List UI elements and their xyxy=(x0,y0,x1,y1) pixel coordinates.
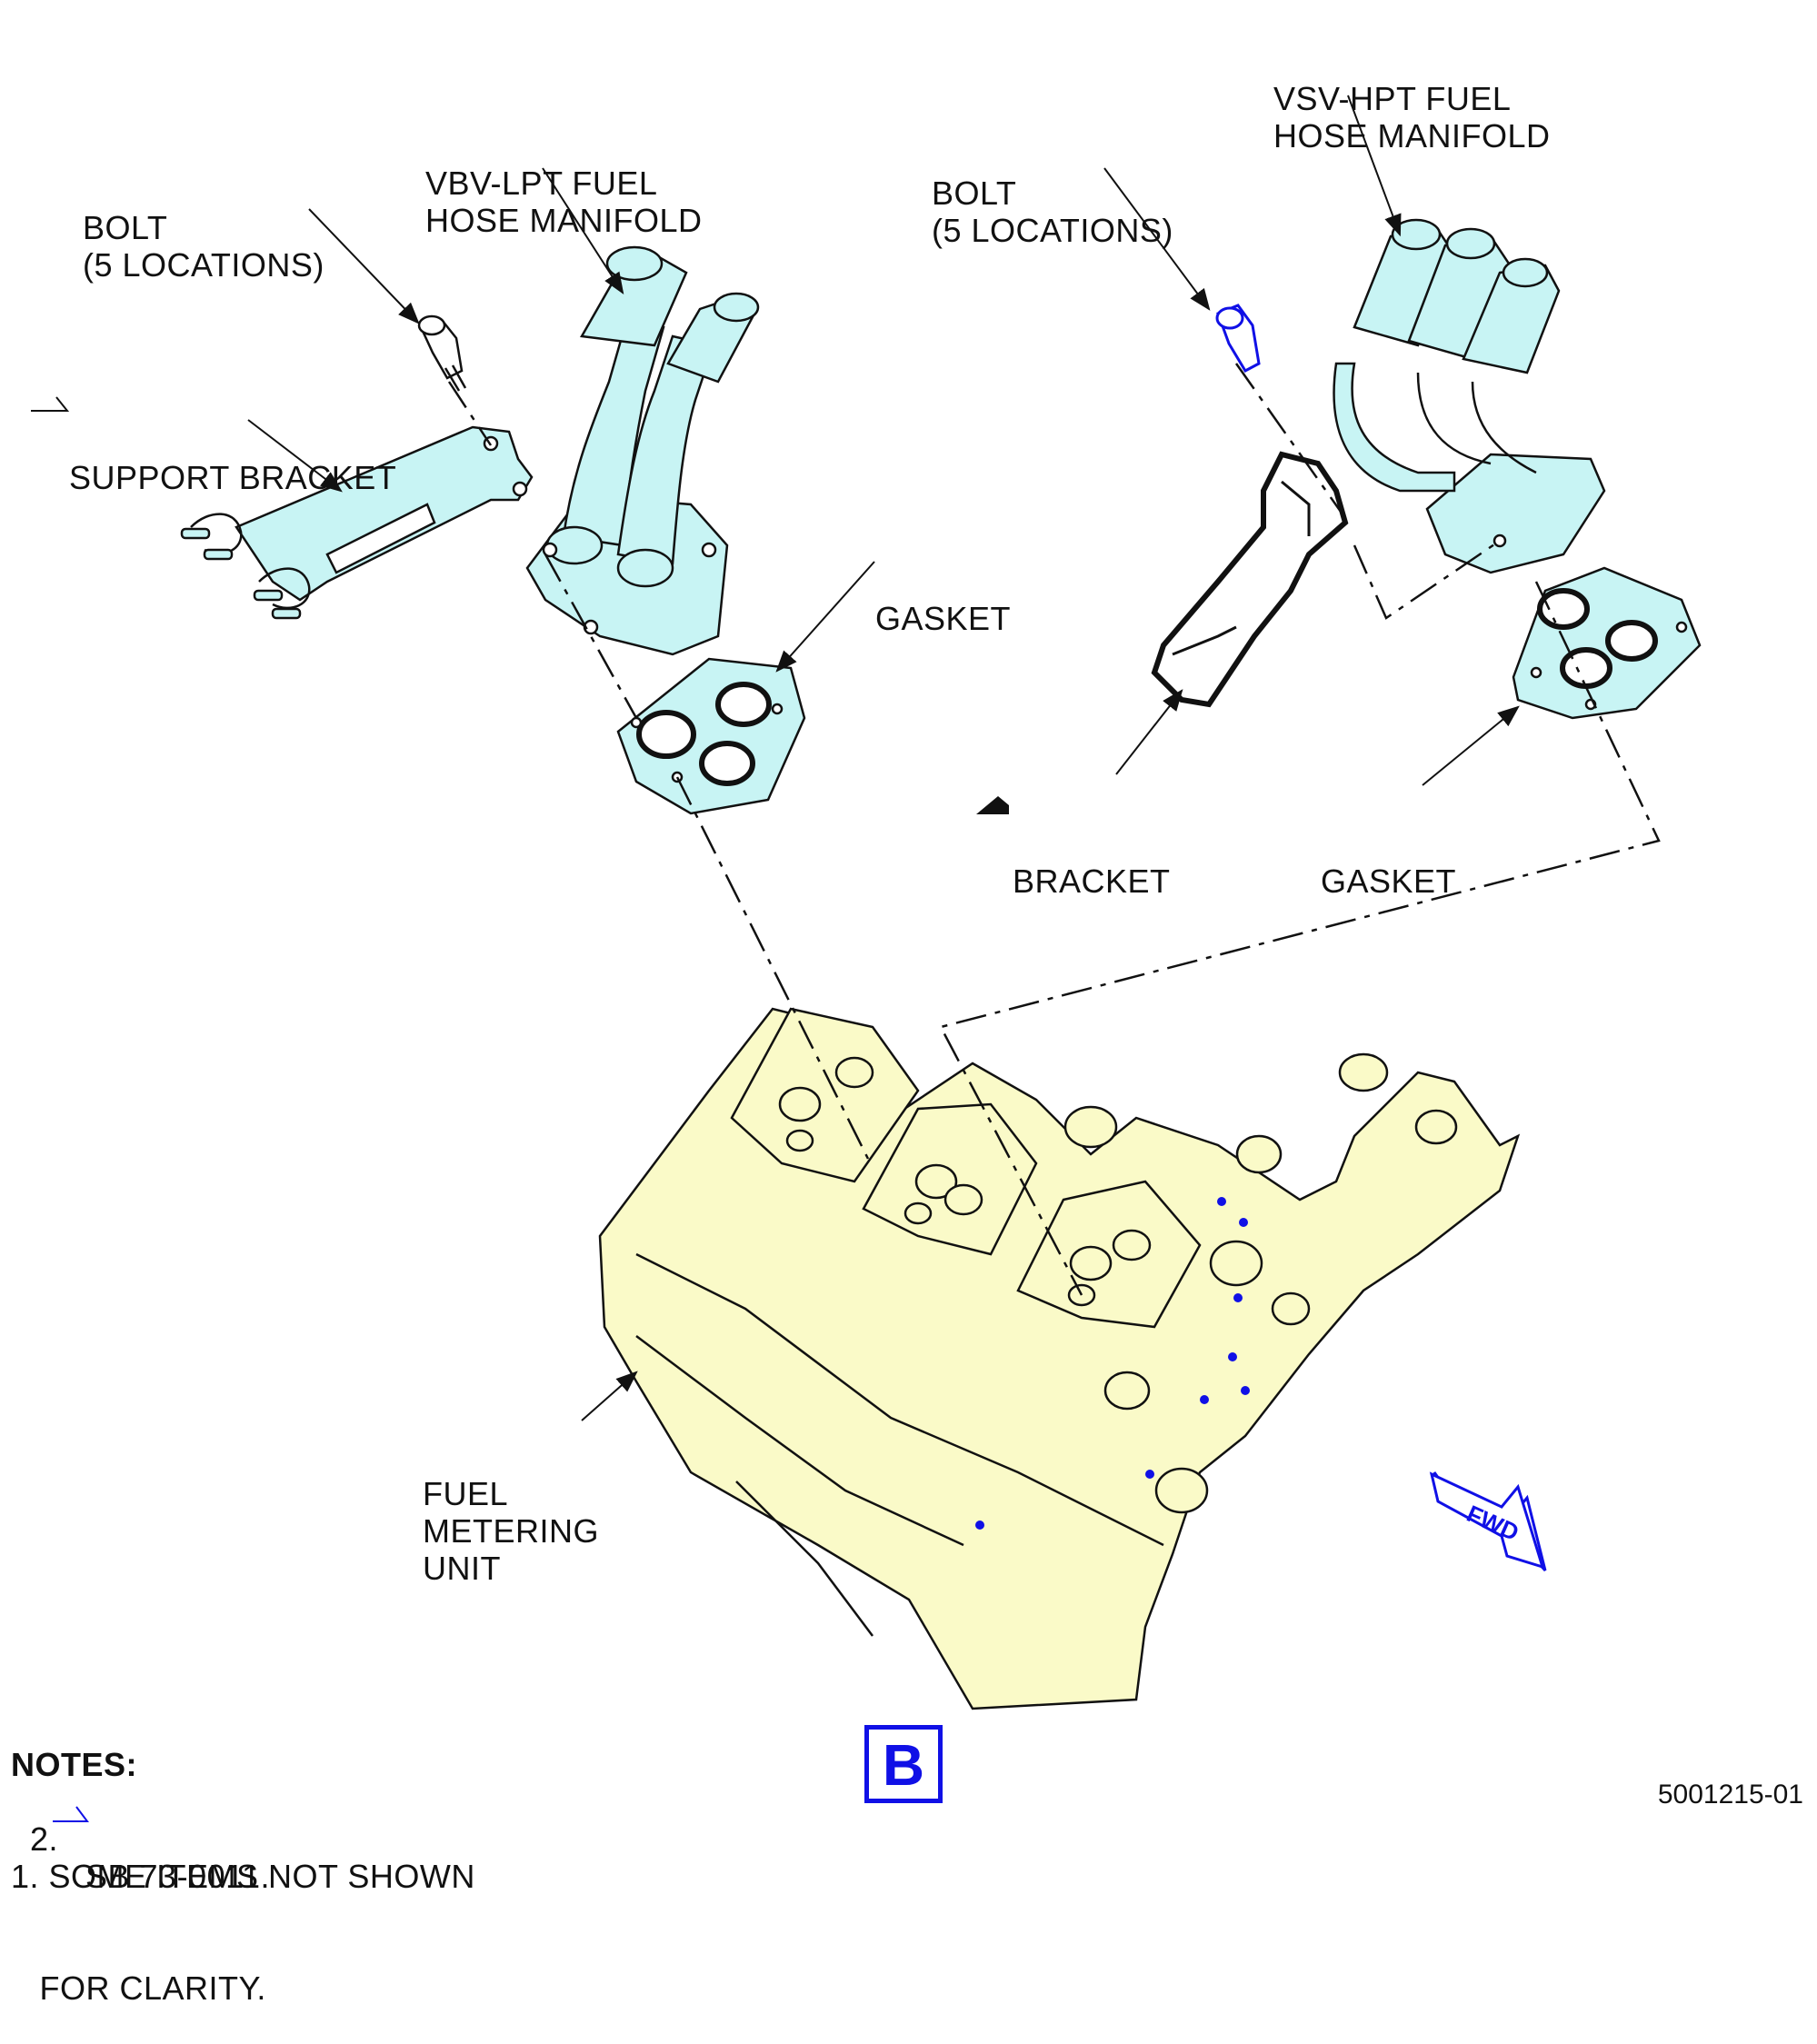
exploded-view-diagram: FWD xyxy=(31,95,1702,1822)
label-gasket-right: GASKET xyxy=(1321,862,1457,900)
fuel-metering-unit xyxy=(598,1007,1521,1710)
label-bracket: BRACKET xyxy=(1013,862,1171,900)
note-2: 2. xyxy=(30,1820,59,1858)
note-2-text: SB 73-0011. xyxy=(85,1858,270,1895)
label-gasket-left: GASKET xyxy=(875,600,1012,637)
bracket-right xyxy=(1151,451,1349,708)
fmu-blue-dots xyxy=(975,1197,1250,1530)
notes-sb-triangle xyxy=(53,1806,89,1822)
assembly-centerlines xyxy=(447,363,1661,1296)
drawing-number: 5001215-01 xyxy=(1657,1780,1803,1810)
vbv-lpt-manifold xyxy=(525,245,760,656)
note-1-cont: FOR CLARITY. xyxy=(11,1969,266,2007)
bolt-right xyxy=(1215,304,1261,373)
label-support-bracket: SUPPORT BRACKET xyxy=(69,459,397,496)
gasket-left xyxy=(616,657,806,815)
gasket-right xyxy=(1512,566,1702,720)
revision-triangle-support xyxy=(31,396,70,412)
label-bolt-right: BOLT(5 LOCATIONS) xyxy=(932,174,1173,249)
fwd-direction-arrow: FWD xyxy=(1429,1471,1547,1572)
support-bracket xyxy=(180,425,534,620)
label-bolt-left: BOLT(5 LOCATIONS) xyxy=(83,209,324,284)
vsv-hpt-manifold xyxy=(1333,218,1606,574)
bolt-left xyxy=(417,314,467,392)
leader-lines xyxy=(247,95,1520,1421)
revision-mark-bracket xyxy=(976,796,1009,814)
view-letter-badge: B xyxy=(864,1725,943,1803)
notes-title: NOTES: xyxy=(11,1746,138,1783)
